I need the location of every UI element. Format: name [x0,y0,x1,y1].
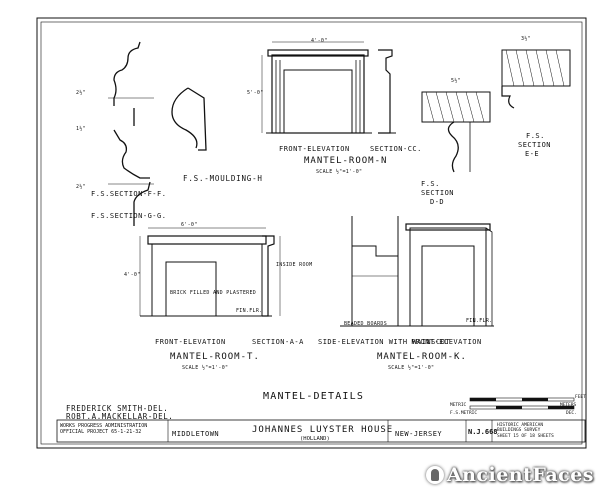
sheet-number: SHEET 15 OF 18 SHEETS [497,434,554,439]
label-t-section-aa: SECTION-A-A [252,338,304,346]
sheet-title: MANTEL-DETAILS [263,391,365,402]
label-fs-moulding-h: F.S.-MOULDING-H [183,174,263,183]
label-t-scale: SCALE ½"=1'-0" [182,365,229,371]
state: NEW-JERSEY [395,430,443,438]
label-t-dim-top: 6'-0" [181,222,198,228]
title-block [56,419,586,443]
location: MIDDLETOWN [172,430,220,438]
label-n-dim-top: 4'-0" [311,38,328,44]
person-silhouette-icon [425,466,444,484]
label-k-beaded: BEADED BOARDS [344,321,388,327]
wpa-line-2: OFFICIAL PROJECT 65-1-21-32 [60,429,142,435]
scale-metric: METRIC [450,403,467,408]
mantel-room-n-elevation [261,41,372,134]
building-name: JOHANNES LUYSTER HOUSE [252,425,394,435]
label-dd-letter: D-D [430,198,445,206]
delineator-2: ROBT.A.MACKELLAR-DEL. [66,412,174,421]
habs-line-2: BUILDINGS SURVEY [497,428,541,433]
fs-moulding-h-profile [171,87,207,151]
label-dd-section: SECTION [421,189,455,197]
label-k-mantel-title: MANTEL-ROOM-K. [377,352,467,362]
building-subtitle: (HOLLAND) [300,436,330,442]
label-k-front-elevation: FRONT-ELEVATION [411,338,482,346]
label-dim-c: 2½" [76,184,86,190]
label-ee-fs: F.S. [526,132,545,140]
label-fs-section-ff: F.S.SECTION-F-F. [91,190,167,198]
delineator-1: FREDERICK SMITH-DEL. [66,404,169,413]
label-ee-dim: 3½" [521,36,531,42]
label-t-dim-left: 4'-0" [124,272,141,278]
scale-fs-metric: F.S.METRIC [450,411,478,416]
fs-section-dd [421,91,491,173]
label-dd-dim: 5½" [451,78,461,84]
scale-bars [469,397,575,410]
mantel-room-t-elevation [139,227,272,317]
label-n-scale: SCALE ½"=1'-0" [316,169,363,175]
label-fs-section-gg: F.S.SECTION-G-G. [91,212,167,220]
label-t-inside-room: INSIDE ROOM [276,262,313,268]
scale-feet: FEET [575,395,586,400]
watermark-text: AncientFaces [446,464,594,486]
label-dim-b: 1½" [76,126,86,132]
mantel-room-n-section-cc [378,49,396,134]
mantel-room-k-side-elevation [340,216,404,327]
label-n-mantel-title: MANTEL-ROOM-N [304,156,388,166]
watermark-logo: AncientFaces [425,464,594,486]
sheet-border [36,17,587,449]
label-n-front-elevation: FRONT-ELEVATION [279,145,350,153]
habs-line-1: HISTORIC AMERICAN [497,423,544,428]
label-t-mantel-title: MANTEL-ROOM-T. [170,352,260,362]
label-n-section-cc: SECTION-CC. [370,145,422,153]
mantel-room-k-front-elevation [400,223,494,327]
survey-number: N.J.668 [468,428,498,436]
label-ee-letter: E-E [525,150,540,158]
label-k-floor: FIN.FLR. [466,318,493,324]
scale-meters: METERS [560,403,577,408]
label-dim-a: 2½" [76,90,86,96]
label-t-brick-note: BRICK FILLED AND PLASTERED [170,290,257,296]
fs-section-ee [501,49,571,109]
label-dd-fs: F.S. [421,180,440,188]
label-n-dim-right: 5'-0" [247,90,264,96]
label-k-side-elevation: SIDE-ELEVATION WITH WAINSCOT [318,338,451,346]
label-t-front-elevation: FRONT-ELEVATION [155,338,226,346]
label-ee-section: SECTION [518,141,552,149]
label-k-scale: SCALE ½"=1'-0" [388,365,435,371]
wpa-line-1: WORKS PROGRESS ADMINISTRATION [60,423,148,429]
label-t-floor: FIN.FLR. [236,308,263,314]
mantel-room-t-section-aa [262,235,281,317]
fs-section-ff-profile [108,41,154,226]
scale-dec: DEC. [566,411,577,416]
